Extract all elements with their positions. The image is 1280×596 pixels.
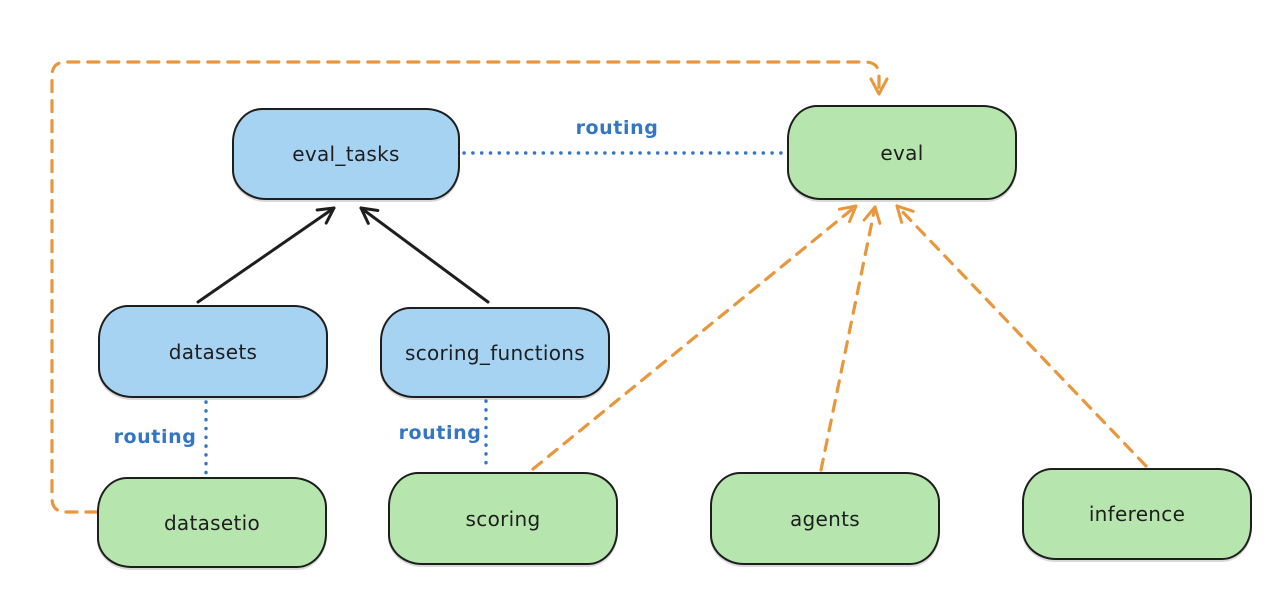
edge-scoring-functions-to-eval-tasks: [359, 206, 490, 304]
node-agents: agents: [710, 472, 940, 565]
node-agents-label: agents: [790, 506, 860, 531]
node-eval-tasks: eval_tasks: [232, 108, 460, 200]
node-scoring: scoring: [388, 472, 618, 565]
edge-datasets-to-eval-tasks: [196, 206, 336, 304]
node-eval: eval: [787, 105, 1017, 200]
node-scoring-functions-label: scoring_functions: [404, 340, 586, 365]
node-eval-label: eval: [880, 140, 924, 165]
edge-label-routing-datasets-datasetio: routing: [113, 426, 197, 448]
edge-label-routing-scoring-functions-scoring: routing: [398, 422, 482, 444]
node-scoring-label: scoring: [465, 506, 541, 531]
edge-agents-to-eval: [819, 205, 882, 472]
node-scoring-functions: scoring_functions: [380, 307, 610, 398]
edge-datasetio-to-eval: [50, 60, 889, 514]
node-eval-tasks-label: eval_tasks: [292, 142, 400, 166]
edge-inference-to-eval: [895, 204, 1148, 468]
edge-label-routing-eval-tasks-eval: routing: [575, 117, 659, 139]
node-inference-label: inference: [1088, 502, 1186, 526]
node-datasetio: datasetio: [97, 477, 327, 568]
edge-scoring-to-eval: [531, 204, 858, 471]
node-datasets-label: datasets: [168, 339, 258, 364]
node-datasetio-label: datasetio: [163, 510, 261, 535]
node-inference: inference: [1022, 468, 1252, 560]
node-datasets: datasets: [98, 305, 328, 398]
